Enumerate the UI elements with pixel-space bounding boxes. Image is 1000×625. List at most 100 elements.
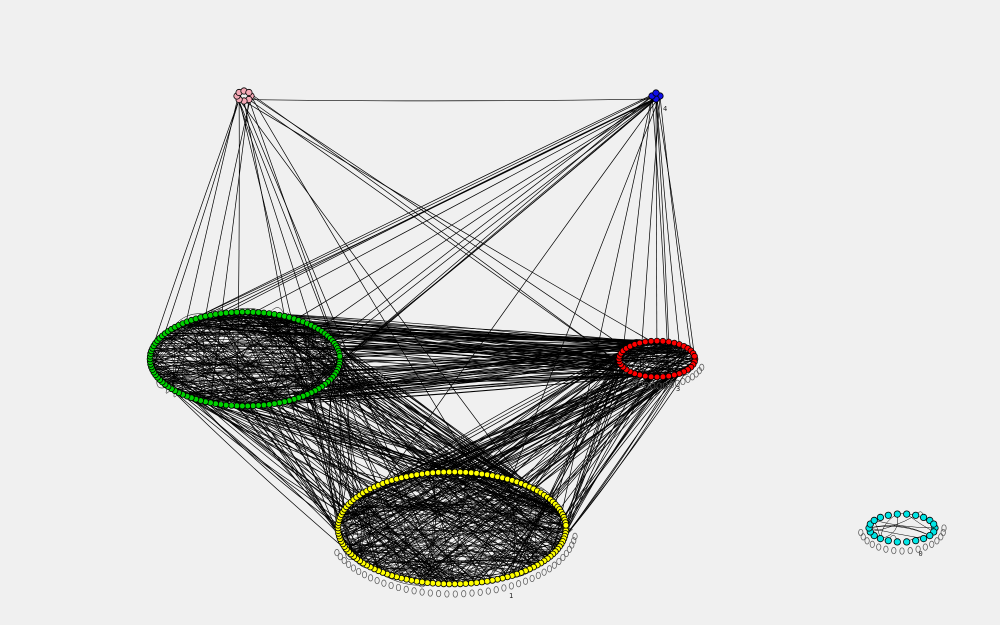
node-cyan[interactable] xyxy=(876,513,885,522)
node-red[interactable] xyxy=(670,371,678,379)
node-yellow[interactable] xyxy=(478,470,486,478)
intra-edge-yellow xyxy=(348,550,541,564)
node-green[interactable] xyxy=(217,310,225,317)
node-red[interactable] xyxy=(659,373,667,381)
node-yellow[interactable] xyxy=(429,579,437,587)
node-red[interactable] xyxy=(665,372,672,380)
node-red[interactable] xyxy=(665,338,672,346)
node-green[interactable] xyxy=(244,402,252,410)
node-yellow[interactable] xyxy=(467,469,475,477)
node-green[interactable] xyxy=(265,401,273,408)
node-cyan[interactable] xyxy=(884,511,892,519)
node-pink[interactable] xyxy=(245,88,253,97)
inter-edge-pink-yellow xyxy=(248,92,477,474)
node-green[interactable] xyxy=(249,402,257,410)
node-yellow[interactable] xyxy=(440,580,448,588)
inter-edge-green-yellow xyxy=(162,335,345,510)
node-red[interactable] xyxy=(636,339,643,347)
node-cyan[interactable] xyxy=(903,510,911,518)
intra-edge-yellow xyxy=(348,497,548,552)
node-blue[interactable] xyxy=(652,89,660,97)
node-yellow[interactable] xyxy=(562,521,570,529)
node-cyan[interactable] xyxy=(893,510,901,518)
inter-edge-yellow-red xyxy=(416,374,675,582)
node-yellow[interactable] xyxy=(418,470,426,478)
inter-edge-pink-green xyxy=(151,99,240,352)
inter-edge-green-yellow xyxy=(318,388,542,494)
inter-edge-green-yellow xyxy=(191,397,343,513)
node-green[interactable] xyxy=(239,308,246,316)
node-green[interactable] xyxy=(255,309,262,316)
node-green[interactable] xyxy=(260,309,268,317)
node-cyan[interactable] xyxy=(884,537,892,545)
node-green[interactable] xyxy=(260,401,268,409)
node-yellow[interactable] xyxy=(451,580,459,588)
node-green[interactable] xyxy=(222,401,230,409)
node-yellow[interactable] xyxy=(434,469,442,476)
inter-edge-pink-red xyxy=(248,92,631,372)
cluster-red xyxy=(615,337,699,381)
node-yellow[interactable] xyxy=(434,580,442,587)
node-yellow[interactable] xyxy=(429,469,437,477)
intra-edge-yellow xyxy=(366,564,450,585)
node-yellow[interactable] xyxy=(467,579,475,587)
node-yellow[interactable] xyxy=(462,580,470,587)
node-yellow[interactable] xyxy=(473,469,480,477)
node-yellow[interactable] xyxy=(473,579,480,586)
node-yellow[interactable] xyxy=(483,577,491,585)
node-cyan[interactable] xyxy=(903,538,911,546)
node-red[interactable] xyxy=(691,352,698,360)
inter-edge-pink-red xyxy=(250,95,627,349)
node-green[interactable] xyxy=(249,308,257,316)
intra-edge-cyan xyxy=(868,527,924,539)
node-yellow[interactable] xyxy=(424,469,431,477)
node-yellow[interactable] xyxy=(413,471,421,479)
node-yellow[interactable] xyxy=(445,580,453,588)
node-red[interactable] xyxy=(653,337,661,345)
inter-edge-green-yellow xyxy=(274,314,534,568)
node-green[interactable] xyxy=(228,402,235,409)
self-loop-yellow xyxy=(350,564,356,572)
node-yellow[interactable] xyxy=(478,578,486,586)
node-cyan[interactable] xyxy=(930,520,938,528)
node-yellow[interactable] xyxy=(456,580,464,588)
node-red[interactable] xyxy=(641,372,649,380)
node-cyan[interactable] xyxy=(912,511,920,519)
node-cyan[interactable] xyxy=(926,531,934,540)
node-red[interactable] xyxy=(647,337,655,345)
node-yellow[interactable] xyxy=(445,468,453,476)
node-red[interactable] xyxy=(647,373,655,381)
cluster-cyan xyxy=(865,510,939,546)
inter-edge-green-blue xyxy=(252,92,657,407)
node-cyan[interactable] xyxy=(919,534,928,543)
node-cyan[interactable] xyxy=(870,516,878,525)
node-green[interactable] xyxy=(255,402,262,409)
node-red[interactable] xyxy=(653,373,661,381)
node-cyan[interactable] xyxy=(893,538,901,546)
node-yellow[interactable] xyxy=(456,468,464,476)
node-red[interactable] xyxy=(659,337,667,345)
inter-edge-green-blue xyxy=(318,98,657,330)
node-red[interactable] xyxy=(641,338,649,346)
node-green[interactable] xyxy=(244,308,252,316)
node-green[interactable] xyxy=(233,308,241,316)
node-yellow[interactable] xyxy=(418,578,426,586)
inter-edge-green-yellow xyxy=(152,369,534,568)
self-loop-cyan xyxy=(934,537,940,545)
node-green[interactable] xyxy=(228,309,235,316)
node-green[interactable] xyxy=(336,352,344,360)
self-loop-yellow xyxy=(529,574,535,582)
self-loop-yellow xyxy=(452,590,458,598)
node-cyan[interactable] xyxy=(919,513,928,522)
inter-edge-yellow-red xyxy=(476,374,675,474)
node-yellow[interactable] xyxy=(440,468,448,476)
node-cyan[interactable] xyxy=(912,537,920,545)
node-yellow[interactable] xyxy=(462,469,470,476)
inter-edge-green-yellow xyxy=(149,358,433,474)
node-yellow[interactable] xyxy=(424,579,431,586)
node-green[interactable] xyxy=(239,402,246,410)
node-green[interactable] xyxy=(233,402,241,410)
node-green[interactable] xyxy=(222,309,230,317)
node-yellow[interactable] xyxy=(451,468,459,476)
node-cyan[interactable] xyxy=(876,534,885,543)
